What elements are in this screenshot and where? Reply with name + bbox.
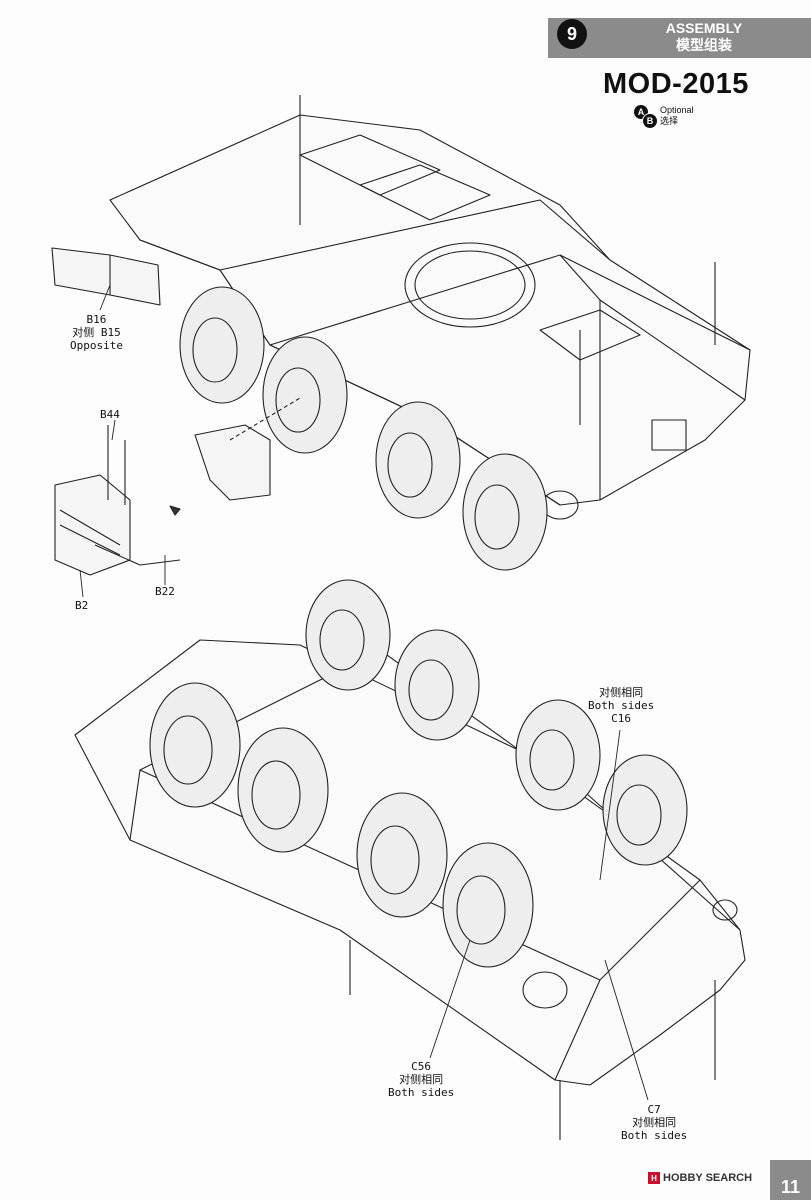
upper-vehicle-wheels (179, 286, 548, 571)
callout-c56: C56 对侧相同 Both sides (388, 1060, 455, 1099)
optional-legend: A B Optional 选择 (634, 105, 694, 129)
callout-b16: B16 对侧 B15 Opposite (70, 313, 123, 352)
part-mudguard (194, 424, 271, 501)
step-number-badge: 9 (557, 19, 587, 49)
header-title: ASSEMBLY 模型组装 (604, 20, 804, 54)
part-b16-flap (51, 247, 161, 306)
callout-b22: B22 (155, 585, 175, 598)
model-name: MOD-2015 (603, 68, 749, 100)
header-bar (548, 18, 811, 58)
callout-leader-lines (79, 284, 649, 1101)
sub-assembly-b2 (54, 425, 181, 576)
callout-b2: B2 (75, 599, 89, 612)
callout-c16: 对侧相同 Both sides C16 (588, 686, 655, 725)
optional-ab-icon: A B (634, 105, 658, 129)
upper-vehicle-hull (109, 95, 751, 520)
header-title-zh: 模型组装 (676, 37, 732, 53)
page-number: 11 (770, 1160, 811, 1200)
callout-b44: B44 (100, 408, 120, 421)
optional-text: Optional 选择 (660, 105, 694, 126)
header-title-en: ASSEMBLY (665, 20, 743, 36)
hobby-search-logo: H HOBBY SEARCH (648, 1172, 752, 1184)
callout-c7: C7 对侧相同 Both sides (621, 1103, 688, 1142)
lower-vehicle-wheels (149, 579, 688, 968)
